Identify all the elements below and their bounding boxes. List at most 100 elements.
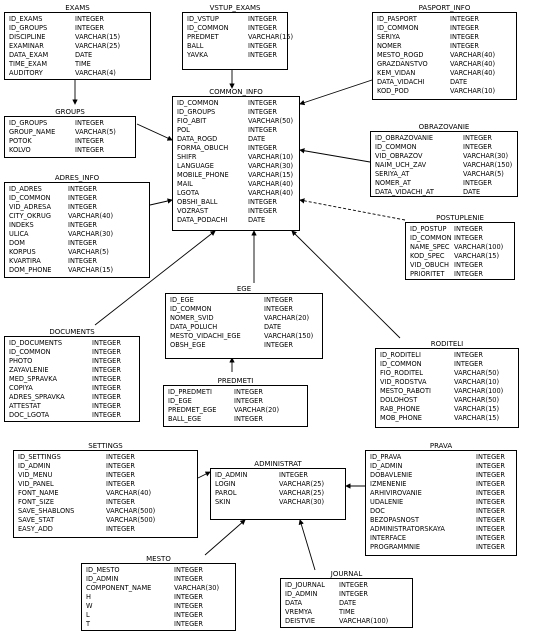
field-name: SAVE_STAT: [18, 516, 55, 524]
field-type: INTEGER: [264, 296, 293, 304]
field-name: VID_PANEL: [18, 480, 54, 488]
field-name: DATA_ROGD: [177, 135, 218, 143]
field-name: ZAYAVLENIE: [9, 366, 49, 374]
field-name: COMPONENT_NAME: [86, 584, 152, 592]
field-name: AUDITORY: [9, 69, 43, 77]
field-name: DATA_EXAM: [9, 51, 49, 59]
field-name: FONT_SIZE: [18, 498, 55, 506]
field-type: INTEGER: [234, 388, 263, 396]
field-name: ID_PREDMETI: [168, 388, 212, 396]
entity-title: RODITELI: [430, 340, 464, 348]
field-name: POL: [177, 126, 190, 134]
field-type: VARCHAR(50): [454, 369, 500, 377]
field-name: GROUP_NAME: [9, 128, 56, 136]
link-adres-common: [149, 198, 173, 206]
field-name: ID_ADRES: [9, 185, 42, 193]
field-name: ID_ADMIN: [18, 462, 51, 470]
field-name: SAVE_SHABLONS: [18, 507, 75, 515]
field-type: INTEGER: [92, 402, 121, 410]
field-type: INTEGER: [476, 471, 505, 479]
field-type: INTEGER: [264, 341, 293, 349]
entity-title: OBRAZOVANIE: [418, 123, 470, 131]
field-name: T: [86, 620, 91, 628]
field-name: YAVKA: [187, 51, 208, 59]
field-name: ID_GROUPS: [9, 24, 48, 32]
field-type: VARCHAR(100): [454, 387, 504, 395]
field-type: INTEGER: [454, 351, 483, 359]
field-name: ID_COMMON: [187, 24, 229, 32]
field-type: VARCHAR(15): [68, 266, 114, 274]
field-name: SERIYA: [377, 33, 400, 41]
field-type: INTEGER: [92, 348, 121, 356]
field-type: INTEGER: [476, 480, 505, 488]
entity-title: EGE: [236, 285, 252, 293]
field-name: KORPUS: [9, 248, 36, 256]
field-name: ID_COMMON: [375, 143, 417, 151]
field-name: ID_ADMIN: [215, 471, 248, 479]
field-type: INTEGER: [476, 516, 505, 524]
field-type: INTEGER: [476, 507, 505, 515]
field-name: VID_ADRESA: [9, 203, 51, 211]
field-type: INTEGER: [68, 239, 97, 247]
field-type: VARCHAR(30): [68, 230, 114, 238]
field-name: DATA_PODACHI: [177, 216, 228, 224]
field-type: INTEGER: [92, 411, 121, 419]
field-type: INTEGER: [68, 194, 97, 202]
field-name: ID_MESTO: [86, 566, 120, 574]
field-type: INTEGER: [450, 24, 479, 32]
field-name: VID_RODSTVA: [380, 378, 427, 386]
field-name: ID_POSTUP: [410, 225, 447, 233]
field-name: NAIM_UCH_ZAV: [375, 161, 427, 169]
field-name: SHIFR: [177, 153, 197, 161]
field-name: ID_EGE: [170, 296, 194, 304]
entity-title: GROUPS: [55, 108, 85, 116]
field-type: INTEGER: [75, 24, 104, 32]
field-type: INTEGER: [248, 24, 277, 32]
entity-title: MESTO: [146, 555, 171, 563]
field-name: NAME_SPEC: [410, 243, 450, 251]
field-name: DEISTVIE: [285, 617, 316, 625]
field-name: PROGRAMMNIE: [370, 543, 421, 551]
